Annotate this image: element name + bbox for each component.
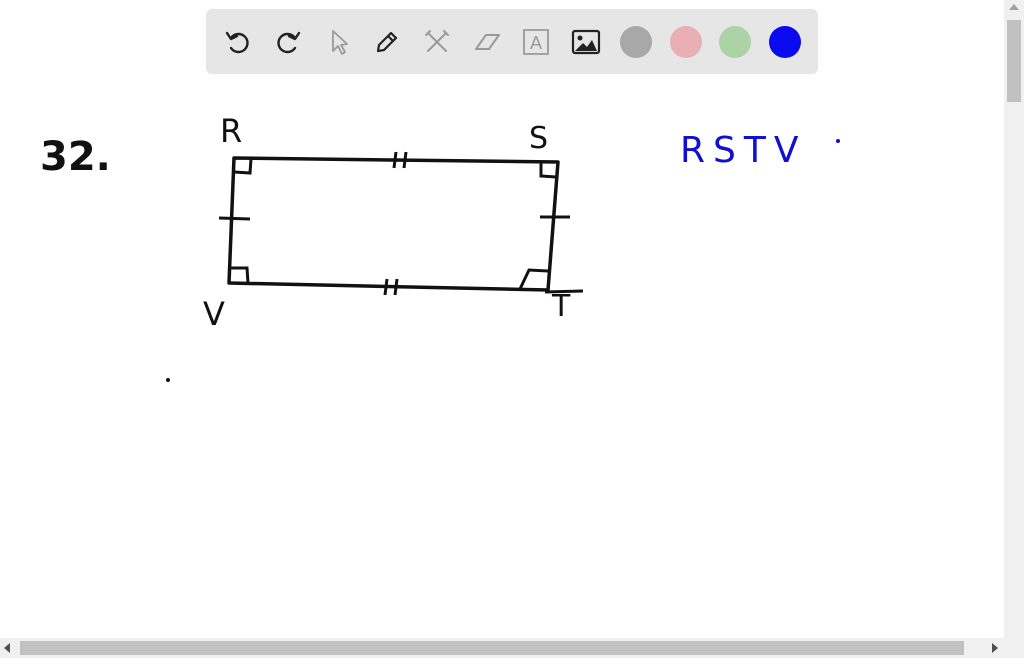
horizontal-scrollbar[interactable] xyxy=(0,638,1004,658)
drawing-layer: 32. R S T V RSTV xyxy=(40,112,840,382)
pencil-icon xyxy=(376,31,398,53)
color-swatch-gray[interactable] xyxy=(620,26,652,58)
scroll-up-icon[interactable] xyxy=(1009,4,1019,10)
select-pointer-icon xyxy=(332,30,348,55)
eraser-button[interactable] xyxy=(470,25,504,59)
text-icon-glyph: A xyxy=(530,33,542,53)
undo-button[interactable] xyxy=(221,25,255,59)
right-angle-mark-s xyxy=(539,162,557,179)
image-button[interactable] xyxy=(569,25,603,59)
right-angle-mark-r xyxy=(233,158,253,175)
image-icon xyxy=(571,29,601,55)
scrollbar-corner xyxy=(1004,638,1024,658)
color-swatch-pink[interactable] xyxy=(670,26,702,58)
tick-mark-top xyxy=(392,151,408,169)
text-button[interactable]: A xyxy=(519,25,553,59)
color-swatch-green[interactable] xyxy=(719,26,751,58)
whiteboard-canvas[interactable]: 32. R S T V RSTV xyxy=(0,0,1004,638)
text-icon: A xyxy=(523,29,549,55)
scroll-left-icon[interactable] xyxy=(4,643,10,653)
tick-mark-left xyxy=(218,216,251,221)
tools-icon xyxy=(425,30,449,52)
shape-name: RSTV xyxy=(680,130,806,171)
problem-number: 32. xyxy=(40,134,111,180)
tools-button[interactable] xyxy=(420,25,454,59)
color-swatch-blue[interactable] xyxy=(769,26,801,58)
vertical-scrollbar[interactable] xyxy=(1004,0,1024,638)
vertex-label-r: R xyxy=(220,112,242,150)
stray-dot-blue xyxy=(836,139,840,143)
rectangle-outline xyxy=(227,156,560,292)
vertex-label-t: T xyxy=(551,289,571,324)
select-button[interactable] xyxy=(321,25,355,59)
pencil-button[interactable] xyxy=(370,25,404,59)
horizontal-scroll-thumb[interactable] xyxy=(20,641,964,655)
tick-mark-bottom xyxy=(383,278,399,296)
right-angle-mark-v xyxy=(230,266,250,284)
redo-button[interactable] xyxy=(271,25,305,59)
undo-icon xyxy=(225,31,249,54)
vertex-label-v: V xyxy=(203,295,225,333)
scroll-right-icon[interactable] xyxy=(992,643,998,653)
stray-dot-black xyxy=(166,378,170,382)
vertex-label-s: S xyxy=(529,121,548,156)
drawing-toolbar: A xyxy=(206,9,818,74)
right-angle-mark-t xyxy=(518,268,549,290)
vertical-scroll-thumb[interactable] xyxy=(1007,20,1021,102)
redo-icon xyxy=(277,31,301,54)
extension-line-t xyxy=(544,289,584,294)
eraser-icon xyxy=(475,34,500,50)
